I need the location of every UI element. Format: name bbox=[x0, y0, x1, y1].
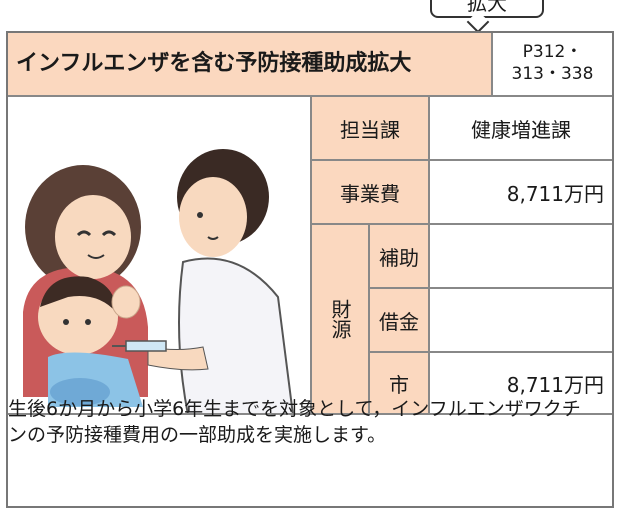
cost-value-text: 8,711万円 bbox=[506, 181, 604, 206]
section-divider bbox=[8, 413, 612, 415]
expand-badge: 拡大 bbox=[430, 0, 544, 18]
expand-badge-label: 拡大 bbox=[467, 0, 507, 15]
funding-source-text: 財源 bbox=[328, 299, 352, 339]
cost-label-text: 事業費 bbox=[340, 181, 400, 206]
dept-label: 担当課 bbox=[312, 97, 430, 161]
loan-label: 借金 bbox=[370, 289, 430, 353]
cost-label: 事業費 bbox=[312, 161, 430, 225]
dept-label-text: 担当課 bbox=[340, 117, 400, 142]
card-header: インフルエンザを含む予防接種助成拡大 P312・ 313・338 bbox=[8, 33, 612, 97]
city-value: 8,711万円 bbox=[430, 353, 612, 415]
subsidy-label-text: 補助 bbox=[379, 245, 419, 270]
subsidy-value bbox=[430, 225, 612, 289]
project-description: 生後6か月から小学6年生までを対象として，インフルエンザワクチンの予防接種費用の… bbox=[8, 398, 581, 446]
page-ref-line2: 313・338 bbox=[511, 64, 594, 84]
cost-value: 8,711万円 bbox=[430, 161, 612, 225]
funding-source-label: 財源 bbox=[312, 225, 370, 415]
subsidy-label: 補助 bbox=[370, 225, 430, 289]
loan-label-text: 借金 bbox=[379, 309, 419, 334]
dept-value: 健康増進課 bbox=[430, 97, 612, 161]
vaccination-illustration bbox=[8, 97, 312, 415]
page-reference: P312・ 313・338 bbox=[491, 33, 612, 95]
page-ref-line1: P312・ bbox=[522, 42, 583, 62]
project-title: インフルエンザを含む予防接種助成拡大 bbox=[16, 51, 412, 76]
loan-value bbox=[430, 289, 612, 353]
project-card: インフルエンザを含む予防接種助成拡大 P312・ 313・338 bbox=[6, 31, 614, 508]
city-value-text: 8,711万円 bbox=[506, 372, 604, 397]
vaccination-illustration-icon bbox=[23, 149, 295, 415]
city-label: 市 bbox=[370, 353, 430, 415]
dept-value-text: 健康増進課 bbox=[471, 117, 571, 142]
city-label-text: 市 bbox=[389, 372, 409, 397]
